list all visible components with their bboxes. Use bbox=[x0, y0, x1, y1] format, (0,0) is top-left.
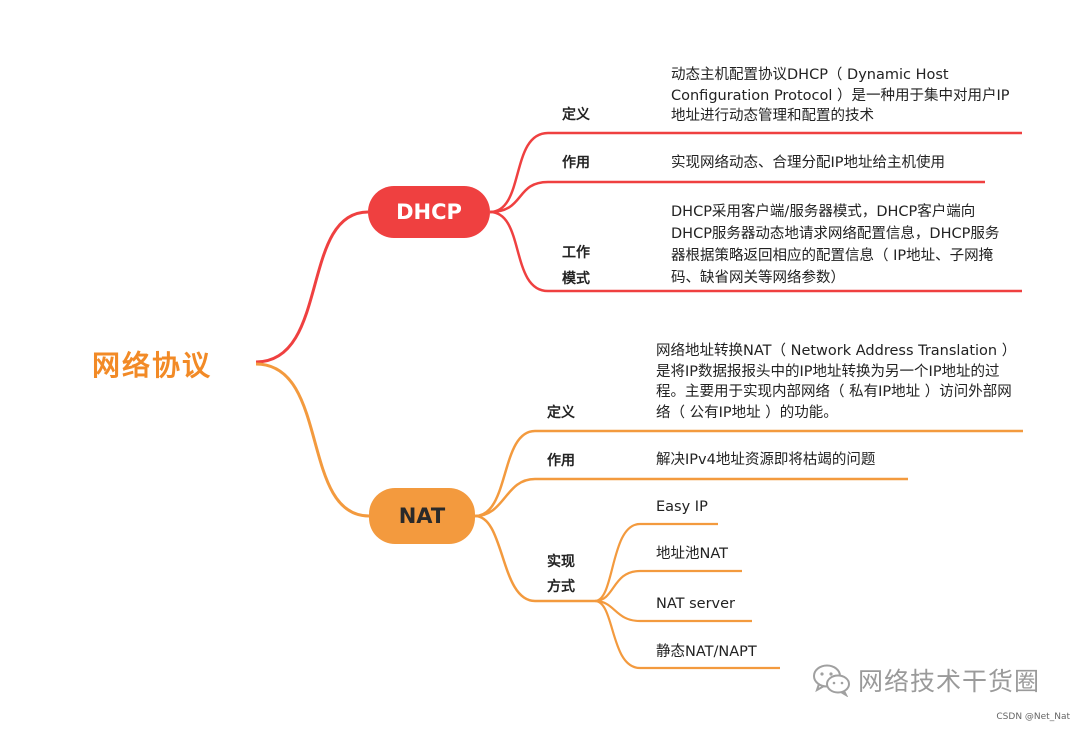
dhcp-definition-label: 定义 bbox=[562, 107, 590, 123]
watermark-text: 网络技术干货圈 bbox=[858, 667, 1041, 696]
dhcp-def-connector bbox=[489, 131, 1022, 214]
dhcp-definition-text: 动态主机配置协议DHCP（ Dynamic Host Configuration… bbox=[671, 67, 1010, 124]
nat-impl-item-2-connector bbox=[594, 569, 742, 603]
dhcp-function-label: 作用 bbox=[562, 155, 590, 171]
dhcp-workmode-label: 工作模式 bbox=[562, 245, 590, 287]
nat-function-text: 解决IPv4地址资源即将枯竭的问题 bbox=[656, 452, 876, 468]
nat-def-connector bbox=[474, 429, 1023, 518]
dhcp-mode-connector bbox=[489, 210, 1022, 293]
dhcp-use-connector bbox=[489, 180, 985, 214]
nat-implementation-label: 实现方式 bbox=[547, 554, 575, 595]
nat-definition-text: 网络地址转换NAT（ Network Address Translation ）… bbox=[656, 343, 1012, 421]
watermark: 网络技术干货圈 bbox=[812, 662, 1040, 698]
nat-impl-item-3-connector bbox=[594, 599, 752, 623]
nat-impl-connector bbox=[474, 514, 595, 603]
root-topic: 网络协议 bbox=[92, 349, 213, 382]
dhcp-function-text: 实现网络动态、合理分配IP地址给主机使用 bbox=[671, 155, 946, 171]
dhcp-workmode-text: DHCP采用客户端/服务器模式，DHCP客户端向DHCP服务器动态地请求网络配置… bbox=[671, 204, 1000, 286]
nat-function-label: 作用 bbox=[547, 453, 575, 469]
nat-use-connector bbox=[474, 477, 908, 518]
nat-impl-item: Easy IP bbox=[656, 499, 708, 515]
nat-definition-label: 定义 bbox=[547, 405, 575, 421]
wechat-icon bbox=[813, 664, 850, 697]
nat-impl-item: 地址池NAT bbox=[656, 546, 728, 562]
root-to-nat-connector bbox=[255, 362, 370, 518]
nat-node: NAT bbox=[369, 488, 475, 544]
nat-impl-item-4-connector bbox=[594, 599, 780, 670]
dhcp-node: DHCP bbox=[368, 186, 490, 238]
nat-impl-item: 静态NAT/NAPT bbox=[656, 644, 757, 660]
nat-impl-item: NAT server bbox=[656, 596, 736, 612]
nat-impl-item-1-connector bbox=[594, 522, 718, 603]
root-to-dhcp-connector bbox=[255, 210, 369, 364]
credit-text: CSDN @Net_Nat bbox=[996, 712, 1070, 722]
